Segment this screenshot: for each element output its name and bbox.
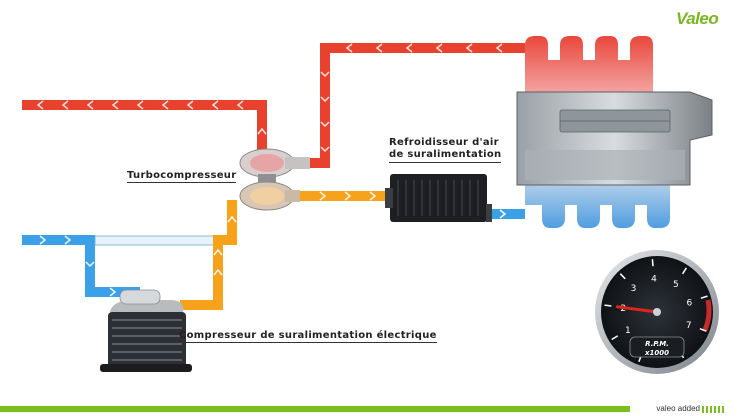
gauge-tick-label: 3 <box>631 284 637 294</box>
rpm-gauge: 012345678 R.P.M. x1000 <box>595 250 719 374</box>
turbocharger-label: Turbocompresseur <box>127 170 237 183</box>
gauge-tick-label: 7 <box>686 321 692 331</box>
electric-compressor-label: Compresseur de suralimentation électriqu… <box>179 330 437 343</box>
gauge-tick-mark <box>604 304 612 307</box>
charge-air-cooler <box>385 174 492 222</box>
exhaust-pipe-engine <box>310 43 525 168</box>
valeo-logo: Valeo <box>676 9 719 28</box>
electric-supercharger <box>100 289 192 372</box>
gauge-hub <box>653 308 661 316</box>
turbocharger <box>239 148 310 211</box>
footer-bars-icon <box>702 406 726 413</box>
gauge-tick-mark <box>611 335 619 341</box>
turbocharger-label-text: Turbocompresseur <box>127 170 237 183</box>
exhaust-pipe-upper <box>22 100 267 160</box>
footer-bar: valeo added <box>0 402 740 416</box>
footer-tagline: valeo added <box>656 404 700 413</box>
gauge-unit-rpm: R.P.M. <box>645 340 669 348</box>
intake-pipe <box>22 235 216 297</box>
gauge-needle <box>615 305 659 314</box>
gauge-tick-mark <box>651 259 654 267</box>
gauge-tick-mark <box>681 267 688 275</box>
footer-green-stripe <box>0 406 630 412</box>
gauge-tick-label: 2 <box>620 304 626 314</box>
gauge-tick-mark <box>699 328 707 332</box>
gauge-tick-label: 1 <box>625 326 631 336</box>
gauge-unit-multiplier: x1000 <box>644 349 669 357</box>
engine <box>516 36 713 228</box>
gauge-tick-label: 6 <box>687 298 693 308</box>
cooled-air-pipe <box>487 209 525 219</box>
gauge-tick-label: 4 <box>651 275 657 285</box>
gauge-unit-plate <box>629 336 685 358</box>
electric-compressor-label-text: Compresseur de suralimentation électriqu… <box>179 330 437 343</box>
charge-air-cooler-label: Refroidisseur d'air de suralimentation <box>389 137 502 163</box>
gauge-tick-mark <box>619 273 626 280</box>
charge-air-cooler-label-line2: de suralimentation <box>389 149 502 163</box>
redline-zone <box>702 299 712 331</box>
gauge-tick-label: 5 <box>673 280 679 290</box>
charge-air-cooler-label-line1: Refroidisseur d'air <box>389 137 499 148</box>
gauge-tick-mark <box>700 295 708 299</box>
boost-pipe <box>180 191 390 310</box>
